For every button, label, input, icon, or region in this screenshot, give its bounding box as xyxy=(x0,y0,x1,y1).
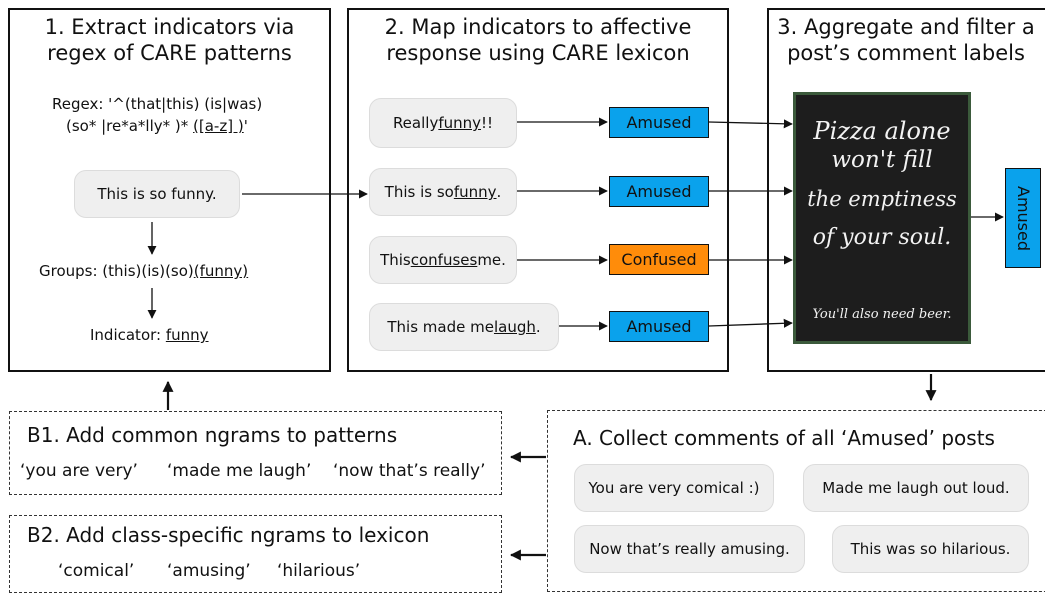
groups-text: Groups: (this)(is)(so)(funny) xyxy=(39,262,249,280)
regex-line-1: Regex: '^(that|this) (is|was) xyxy=(52,95,263,113)
comment-bubble: This is so funny. xyxy=(369,168,517,216)
chalk-line: Pizza alone xyxy=(813,117,951,145)
comment-bubble: This confuses me. xyxy=(369,236,517,284)
chalk-line: won't fill xyxy=(831,147,933,173)
section-a-title: A. Collect comments of all ‘Amused’ post… xyxy=(573,426,995,450)
affect-label-amused: Amused xyxy=(609,107,709,138)
arrow-label-to-panel3 xyxy=(708,119,793,129)
section-b2-title: B2. Add class-specific ngrams to lexicon xyxy=(27,523,430,547)
example-comment-bubble: This is so funny. xyxy=(74,170,240,218)
collected-comment: Now that’s really amusing. xyxy=(574,525,805,573)
panel1-title: 1. Extract indicators via regex of CARE … xyxy=(44,15,295,65)
ngram-item: ‘amusing’ xyxy=(167,561,251,581)
ngram-item: ‘you are very’ xyxy=(20,461,138,481)
ngram-item: ‘hilarious’ xyxy=(277,561,361,581)
chalk-line: the emptiness xyxy=(807,187,957,211)
chalk-line: of your soul. xyxy=(812,225,952,250)
comment-bubble: Really funny!! xyxy=(369,98,517,148)
regex-line-2: (so* |re*a*lly* )* ([a-z] )' xyxy=(66,117,248,135)
panel3-title: 3. Aggregate and filter a post’s comment… xyxy=(777,15,1035,65)
panel-extract-indicators: 1. Extract indicators via regex of CARE … xyxy=(8,8,331,372)
affect-label-amused: Amused xyxy=(609,176,709,207)
ngram-item: ‘comical’ xyxy=(58,561,135,581)
chalkboard-image: Pizza alone won't fill the emptiness of … xyxy=(793,92,971,344)
collected-comment: You are very comical :) xyxy=(574,464,774,512)
panel2-title: 2. Map indicators to affective response … xyxy=(384,15,692,65)
ngram-item: ‘now that’s really’ xyxy=(333,461,486,481)
ngram-item: ‘made me laugh’ xyxy=(167,461,312,481)
arrow-label-to-panel3 xyxy=(708,318,793,328)
section-add-ngrams-lexicon xyxy=(9,515,502,593)
affect-label-confused: Confused xyxy=(609,244,709,275)
section-add-ngrams-patterns xyxy=(9,411,502,495)
collected-comment: This was so hilarious. xyxy=(832,525,1029,573)
section-b1-title: B1. Add common ngrams to patterns xyxy=(27,423,398,447)
chalk-line: You'll also need beer. xyxy=(812,307,952,322)
collected-comment: Made me laugh out loud. xyxy=(803,464,1029,512)
indicator-text: Indicator: funny xyxy=(90,326,209,344)
aggregated-label-amused: Amused xyxy=(1005,168,1041,268)
affect-label-amused: Amused xyxy=(609,311,709,342)
comment-bubble: This made me laugh. xyxy=(369,303,559,351)
